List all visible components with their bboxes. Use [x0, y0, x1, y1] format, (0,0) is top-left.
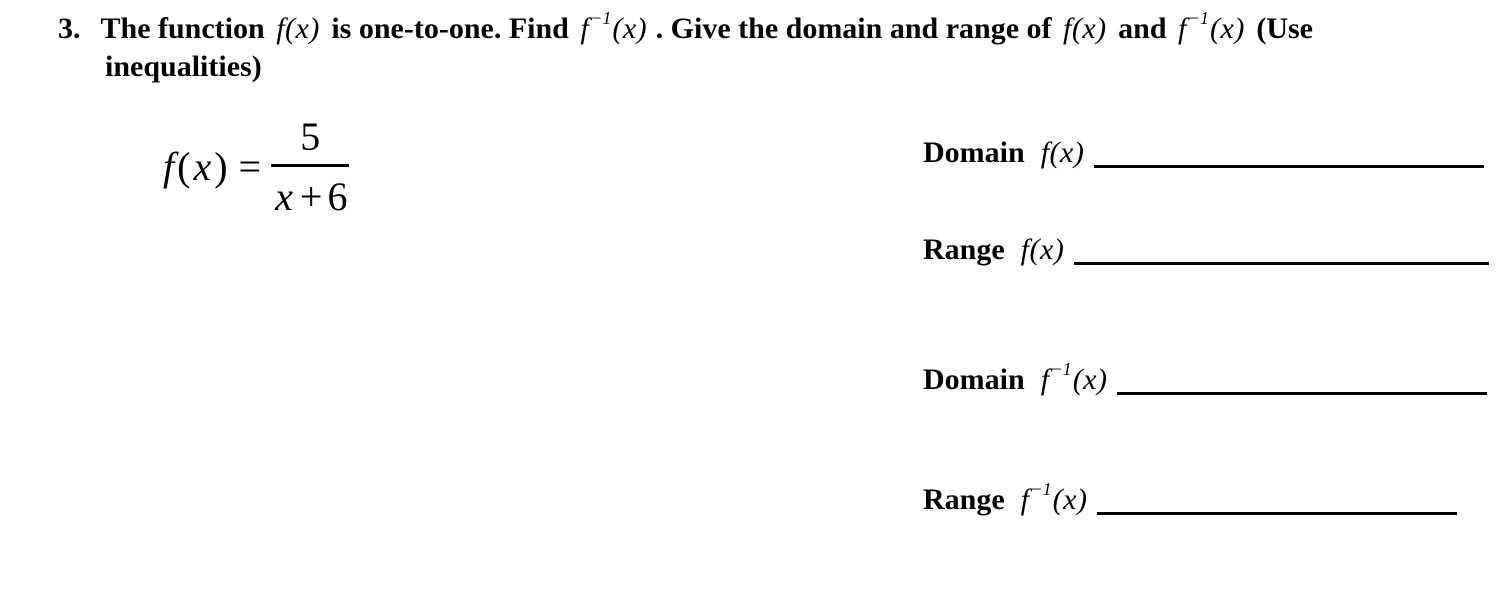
math-f-inverse-1: f−1(x): [576, 8, 651, 45]
statement-text-1: The function: [100, 12, 265, 45]
function-notation: f(x): [1021, 231, 1065, 269]
statement-text-5: (Use: [1256, 12, 1313, 45]
problem-statement-line1: 3.The function f(x) is one-to-one. Find …: [58, 1, 1313, 49]
domain-label: Domain: [923, 363, 1025, 396]
plus-sign: +: [299, 174, 323, 219]
equals-sign: =: [238, 144, 262, 189]
function-name: f: [163, 144, 175, 189]
math-arg: (x): [1210, 12, 1245, 45]
blank-domain-f[interactable]: [1094, 165, 1485, 168]
denominator-constant: 6: [327, 174, 348, 219]
inverse-exponent: −1: [1050, 359, 1072, 380]
answer-row-range-f-inverse: Range f−1(x): [923, 473, 1458, 519]
denominator-variable: x: [275, 174, 293, 219]
answer-row-domain-f: Domain f(x): [923, 134, 1485, 172]
blank-range-f-inverse[interactable]: [1097, 512, 1458, 515]
math-f-base: f: [1040, 363, 1050, 396]
blank-domain-f-inverse[interactable]: [1117, 392, 1488, 395]
inverse-exponent: −1: [1030, 479, 1052, 500]
math-f-base: f: [580, 12, 590, 45]
inverse-function-notation: f−1(x): [1041, 353, 1108, 399]
math-arg: (x): [1052, 483, 1088, 516]
answer-row-domain-f-inverse: Domain f−1(x): [923, 353, 1488, 399]
problem-number: 3.: [58, 12, 81, 45]
inverse-exponent: −1: [1187, 8, 1210, 29]
function-variable: x: [193, 144, 212, 189]
statement-text-6: inequalities): [105, 50, 262, 83]
answer-row-range-f: Range f(x): [923, 231, 1490, 269]
math-arg: (x): [612, 12, 648, 45]
statement-text-2: is one-to-one. Find: [331, 12, 569, 45]
inverse-exponent: −1: [590, 8, 612, 29]
math-fx-2: f(x): [1063, 12, 1107, 45]
fraction-numerator: 5: [271, 113, 350, 167]
statement-text-3: . Give the domain and range of: [655, 12, 1052, 45]
math-f-base: f: [1040, 136, 1050, 169]
blank-range-f[interactable]: [1074, 262, 1490, 265]
range-label: Range: [923, 483, 1005, 516]
math-f-base: f: [1020, 233, 1030, 266]
close-paren: ): [214, 144, 228, 189]
problem-statement-line2: inequalities): [105, 47, 262, 87]
statement-text-4: and: [1118, 12, 1167, 45]
open-paren: (: [177, 144, 191, 189]
math-arg: (x): [1072, 363, 1108, 396]
math-arg: (x): [1029, 233, 1065, 266]
math-f-base: f: [1020, 483, 1030, 516]
range-label: Range: [923, 233, 1005, 266]
math-f-base: f: [1178, 12, 1187, 45]
domain-label: Domain: [923, 136, 1025, 169]
function-definition: f(x) = 5 x+6: [161, 113, 350, 220]
math-f-inverse-2: f−1(x): [1174, 8, 1249, 45]
math-fx-1: f(x): [276, 12, 320, 45]
function-notation: f(x): [1041, 134, 1085, 172]
fraction: 5 x+6: [271, 113, 350, 220]
fraction-denominator: x+6: [271, 167, 349, 220]
inverse-function-notation: f−1(x): [1021, 473, 1088, 519]
math-arg: (x): [1049, 136, 1085, 169]
